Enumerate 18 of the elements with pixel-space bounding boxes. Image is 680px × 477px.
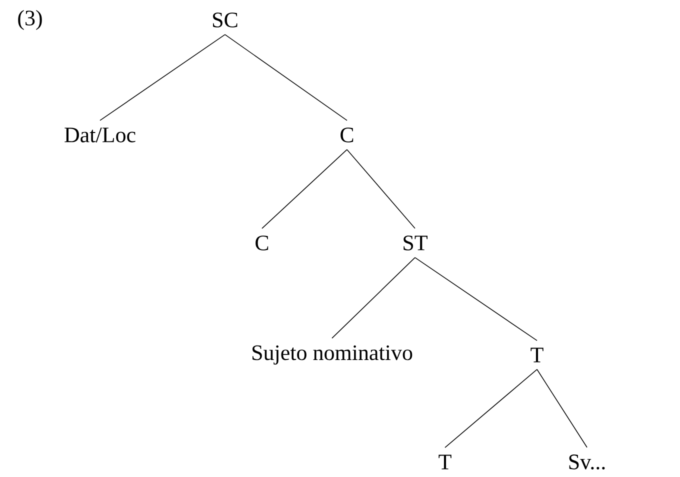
tree-branch <box>100 34 226 121</box>
tree-branch <box>332 257 416 339</box>
tree-label: C <box>340 128 354 142</box>
example-number: (3) <box>18 10 42 30</box>
tree-label: T <box>530 348 544 362</box>
tree-label: Dat/Loc <box>64 128 136 142</box>
tree-branch <box>224 34 348 121</box>
tree-branch <box>262 149 348 229</box>
tree-label: Sujeto nominativo <box>252 345 412 365</box>
tree-label: Sv... <box>569 454 605 470</box>
tree-branch <box>414 257 538 341</box>
tree-label: T <box>438 454 452 470</box>
tree-label: ST <box>404 236 428 250</box>
tree-label: C <box>256 236 268 250</box>
tree-branch <box>346 149 416 229</box>
tree-branch <box>444 369 538 448</box>
tree-label: SC <box>213 12 238 28</box>
tree-branch <box>536 369 588 448</box>
